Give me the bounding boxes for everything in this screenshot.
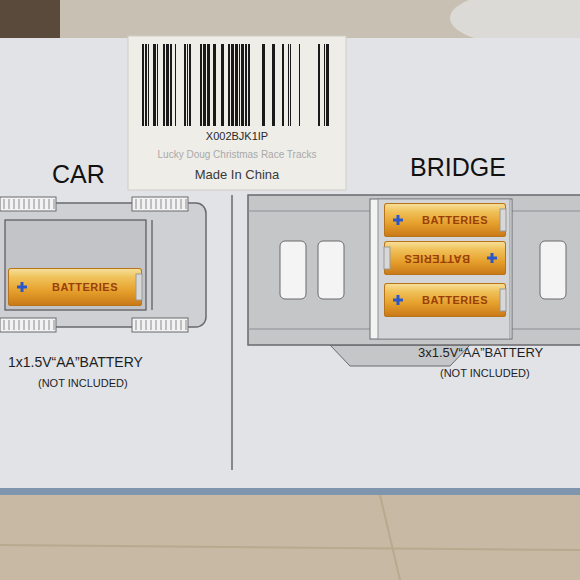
battery-caption: 1x1.5V“AA”BATTERY <box>8 354 143 370</box>
barcode-sticker: X002BJK1IP Lucky Doug Christmas Race Trac… <box>128 36 346 190</box>
battery: BATTERIES <box>384 241 506 275</box>
heading: BRIDGE <box>410 153 506 182</box>
bridge-outline: BRIDGEBATTERIESBATTERIESBATTERIES <box>248 195 580 345</box>
sticker-graphic <box>128 36 346 190</box>
battery: BATTERIES <box>384 203 506 237</box>
battery-label: BATTERIES <box>422 294 488 307</box>
heading: CAR <box>52 160 105 189</box>
battery-caption: (NOT INCLUDED) <box>38 377 128 390</box>
car-outline: CARBATTERIES <box>0 195 208 335</box>
sticker-text: X002BJK1IP <box>206 130 268 143</box>
sticker-text: Made In China <box>195 168 280 183</box>
battery-label: BATTERIES <box>404 252 470 265</box>
battery-caption: 3x1.5V“AA”BATTERY <box>418 346 543 361</box>
battery-label: BATTERIES <box>422 214 488 227</box>
battery: BATTERIES <box>8 268 142 306</box>
car-graphic <box>0 195 208 335</box>
battery-caption: (NOT INCLUDED) <box>440 367 530 380</box>
sticker-text: Lucky Doug Christmas Race Tracks <box>158 149 317 161</box>
battery: BATTERIES <box>384 283 506 317</box>
battery-label: BATTERIES <box>52 281 118 294</box>
